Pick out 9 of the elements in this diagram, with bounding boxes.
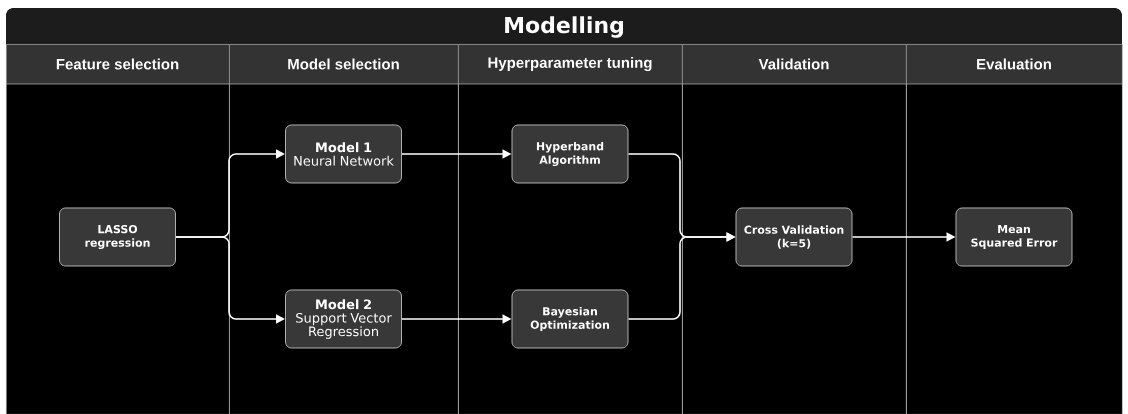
title: Modelling — [505, 16, 623, 38]
arrow — [175, 236, 285, 324]
process-box: Cross Validation (k=5) — [735, 207, 853, 267]
process-box: LASSO regression — [59, 207, 176, 267]
process-box: Hyperband Algorithm — [511, 124, 629, 184]
process-box: Mean Squared Error — [955, 207, 1073, 267]
process-box: Model 2 Support Vector Regression — [285, 289, 402, 349]
process-box: Bayesian Optimization — [511, 289, 629, 349]
process-box: Model 1 Neural Network — [285, 124, 402, 184]
